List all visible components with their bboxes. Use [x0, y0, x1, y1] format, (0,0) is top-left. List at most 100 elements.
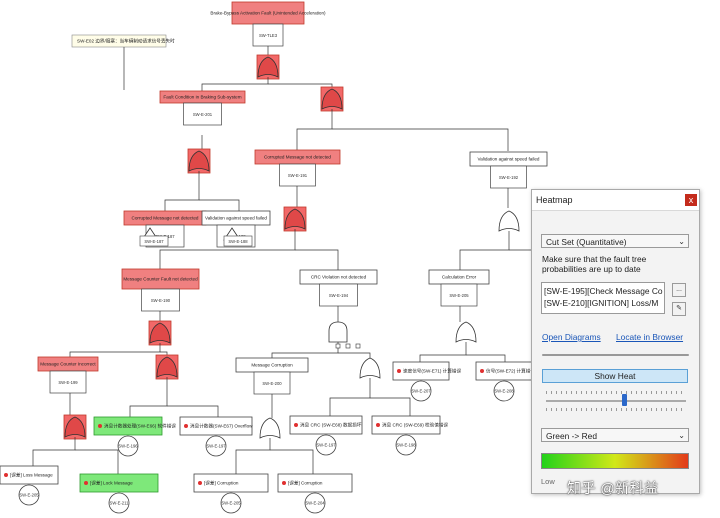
basic-event-circle[interactable]	[108, 492, 130, 514]
event-id-box[interactable]	[183, 102, 222, 126]
basic-event-label: 消息计数器处理(SW-E66) 软件错误	[104, 423, 176, 430]
basic-event-circle[interactable]	[18, 484, 40, 506]
connector-line	[459, 231, 510, 270]
basic-event-box[interactable]	[179, 416, 253, 436]
basic-event-circle[interactable]	[493, 380, 515, 402]
connector-line	[419, 342, 467, 362]
basic-event-circle[interactable]	[117, 435, 139, 457]
event-label: Corrupted Message not detected	[132, 216, 199, 221]
slider-ticks-top	[546, 391, 686, 394]
red-dot-icon	[282, 481, 286, 485]
red-dot-icon	[4, 473, 8, 477]
basic-event-box[interactable]	[93, 416, 163, 436]
or-gate-icon[interactable]	[259, 417, 281, 439]
basic-event-box[interactable]	[79, 473, 159, 493]
close-button[interactable]: x	[685, 194, 697, 206]
color-scale-value: Green -> Red	[546, 431, 597, 441]
event-id-box[interactable]	[440, 283, 478, 307]
gate-port-icon	[345, 343, 351, 349]
event-label: CRC Violation not detected	[311, 275, 367, 280]
edit-button[interactable]: ✎	[672, 302, 686, 316]
cut-set-item[interactable]: [SW-E-210][IGNITION] Loss/M	[544, 298, 659, 308]
cut-set-list[interactable]: [SW-E-195][Check Message Co [SW-E-210][I…	[541, 282, 665, 314]
color-scale-select[interactable]: Green -> Red ⌄	[541, 428, 689, 442]
or-gate-icon[interactable]	[149, 322, 171, 344]
event-id: SW-E-192	[499, 175, 519, 180]
connector-line	[201, 77, 269, 91]
event-id-box[interactable]	[223, 235, 253, 247]
note-box[interactable]	[71, 34, 167, 48]
or-gate-icon[interactable]	[257, 56, 279, 78]
event-id: SW-E-200	[262, 381, 282, 386]
or-gate-icon[interactable]	[64, 416, 86, 438]
slider-ticks-bottom	[546, 408, 686, 411]
update-note: Make sure that the fault tree probabilit…	[542, 254, 647, 274]
connector-line	[164, 171, 200, 211]
event-label: Message Corruption	[251, 363, 293, 368]
locate-in-browser-link[interactable]: Locate in Browser	[616, 332, 684, 342]
connector-line	[129, 377, 168, 417]
basic-event-circle[interactable]	[304, 492, 326, 514]
basic-event-id: SW-E-198	[396, 443, 416, 448]
basic-event-id: SW-E-207	[411, 389, 431, 394]
chevron-down-icon: ⌄	[678, 431, 685, 440]
heatmap-title: Heatmap	[536, 195, 573, 205]
event-id: SW-E-190	[151, 298, 171, 303]
chevron-down-icon: ⌄	[678, 237, 685, 246]
event-label: Fault Condition in Braking Sub-system	[163, 95, 241, 100]
basic-event-box[interactable]	[392, 361, 450, 381]
event-id-box[interactable]	[139, 235, 169, 247]
threshold-slider[interactable]	[546, 400, 686, 402]
event-id: SW-E-188	[228, 239, 248, 244]
basic-event-id: SW-E-205	[221, 501, 241, 506]
event-label: Message Counter Fault not detected	[123, 277, 198, 282]
basic-event-label: [误差] Corruption	[204, 480, 239, 487]
basic-event-box[interactable]	[289, 415, 363, 435]
event-id-box[interactable]	[490, 165, 527, 189]
event-id-box[interactable]	[319, 283, 358, 307]
event-id: SW-E-205	[449, 293, 469, 298]
show-heat-button[interactable]: Show Heat	[542, 369, 688, 383]
mode-select[interactable]: Cut Set (Quantitative) ⌄	[541, 234, 689, 248]
open-diagrams-link[interactable]: Open Diagrams	[542, 332, 601, 342]
basic-event-circle[interactable]	[205, 435, 227, 457]
more-button[interactable]: ...	[672, 283, 686, 297]
or-gate-icon[interactable]	[284, 208, 306, 230]
or-gate-icon[interactable]	[498, 210, 520, 232]
basic-event-circle[interactable]	[410, 380, 432, 402]
basic-event-circle[interactable]	[395, 434, 417, 456]
cut-set-item[interactable]: [SW-E-195][Check Message Co	[544, 286, 663, 296]
basic-event-label: 消息 CRC (SW-E68) 数据损坏	[300, 422, 362, 429]
event-id-box[interactable]	[279, 163, 316, 187]
red-dot-icon	[198, 481, 202, 485]
connector-line	[270, 449, 314, 474]
or-gate-icon[interactable]	[321, 88, 343, 110]
basic-event-box[interactable]	[193, 473, 269, 493]
and-gate-icon[interactable]	[328, 321, 348, 343]
basic-event-box[interactable]	[277, 473, 353, 493]
basic-event-label: [误差] Corruption	[288, 480, 323, 487]
event-id-box[interactable]	[49, 370, 87, 394]
or-gate-icon[interactable]	[359, 357, 381, 379]
basic-event-label: [误差] Lock Message	[90, 480, 133, 487]
or-gate-icon[interactable]	[156, 356, 178, 378]
connector-line	[271, 342, 339, 358]
basic-event-circle[interactable]	[315, 434, 337, 456]
basic-event-label: 信号(SW-E72) 计算错误	[486, 368, 535, 375]
slider-thumb[interactable]	[622, 394, 627, 406]
heatmap-panel: Heatmap x Cut Set (Quantitative) ⌄ Make …	[531, 189, 700, 494]
connector-line	[296, 109, 333, 150]
basic-event-box[interactable]	[0, 465, 59, 485]
connector-line	[329, 378, 371, 416]
or-gate-icon[interactable]	[188, 150, 210, 172]
or-gate-icon[interactable]	[455, 321, 477, 343]
watermark: 知乎 @新科益	[567, 480, 659, 496]
event-id: SW-E-201	[193, 112, 213, 117]
connector-line	[466, 354, 506, 362]
event-id-box[interactable]	[141, 288, 180, 312]
red-dot-icon	[397, 369, 401, 373]
basic-event-circle[interactable]	[220, 492, 242, 514]
heatmap-titlebar: Heatmap x	[532, 190, 699, 211]
basic-event-box[interactable]	[371, 415, 441, 435]
